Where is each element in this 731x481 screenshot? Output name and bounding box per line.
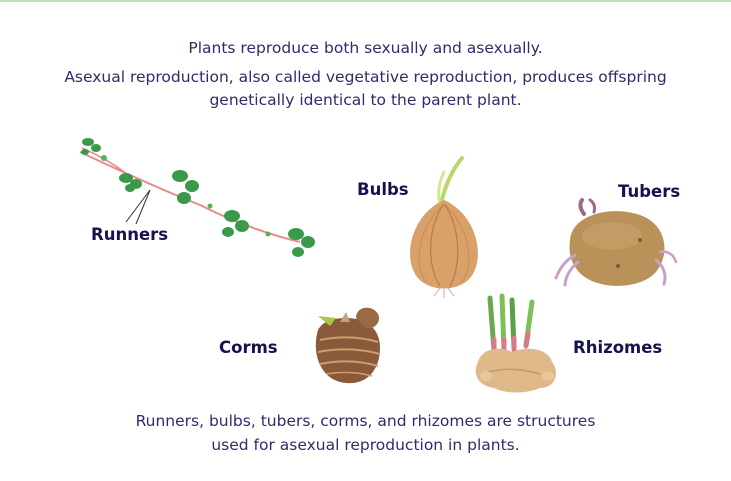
intro-line-1: Plants reproduce both sexually and asexu… (188, 39, 543, 57)
summary-line-1: Runners, bulbs, tubers, corms, and rhizo… (135, 412, 596, 430)
intro-paragraph: Asexual reproduction, also called vegeta… (0, 66, 731, 112)
summary-line-2: used for asexual reproduction in plants. (211, 436, 520, 454)
summary-paragraph: Runners, bulbs, tubers, corms, and rhizo… (0, 409, 731, 457)
top-divider (0, 0, 731, 2)
label-corms: Corms (219, 338, 278, 357)
label-bulbs: Bulbs (357, 180, 409, 199)
label-rhizomes: Rhizomes (573, 338, 663, 357)
bulb-illustration (410, 156, 478, 298)
label-runners: Runners (91, 225, 169, 244)
intro-line-2b: genetically identical to the parent plan… (209, 91, 522, 109)
label-tubers: Tubers (618, 182, 681, 201)
tuber-illustration (554, 198, 678, 287)
runners-illustration (79, 138, 315, 257)
intro-line-2a: Asexual reproduction, also called vegeta… (64, 68, 667, 86)
rhizome-illustration (475, 293, 556, 393)
corm-illustration (315, 307, 381, 384)
